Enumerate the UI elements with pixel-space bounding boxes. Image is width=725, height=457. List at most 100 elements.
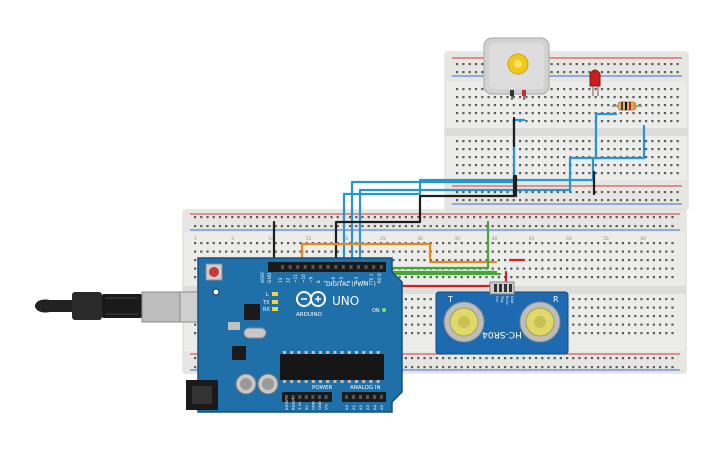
tie-point-hole[interactable]	[646, 323, 649, 326]
tie-point-hole[interactable]	[456, 140, 459, 143]
rail-hole[interactable]	[522, 216, 525, 219]
rail-hole[interactable]	[547, 225, 550, 228]
tie-point-hole[interactable]	[423, 315, 426, 318]
tie-point-hole[interactable]	[243, 250, 246, 253]
tie-point-hole[interactable]	[563, 156, 566, 159]
rail-hole[interactable]	[460, 357, 463, 360]
tie-point-hole[interactable]	[590, 250, 593, 253]
tie-point-hole[interactable]	[237, 242, 240, 245]
rail-hole[interactable]	[491, 357, 494, 360]
rail-hole[interactable]	[615, 225, 618, 228]
rail-hole[interactable]	[588, 63, 591, 66]
tie-point-hole[interactable]	[628, 332, 631, 335]
tie-point-hole[interactable]	[493, 96, 496, 99]
rail-hole[interactable]	[657, 71, 660, 74]
tie-point-hole[interactable]	[578, 315, 581, 318]
tie-point-hole[interactable]	[651, 140, 654, 143]
tie-point-hole[interactable]	[575, 164, 578, 167]
tie-point-hole[interactable]	[572, 242, 575, 245]
rail-hole[interactable]	[563, 63, 566, 66]
tie-point-hole[interactable]	[493, 164, 496, 167]
rail-hole[interactable]	[330, 216, 333, 219]
tie-point-hole[interactable]	[582, 148, 585, 151]
tie-point-hole[interactable]	[569, 88, 572, 91]
tie-point-hole[interactable]	[671, 298, 674, 301]
rail-hole[interactable]	[582, 63, 585, 66]
tie-point-hole[interactable]	[621, 267, 624, 270]
tie-point-hole[interactable]	[367, 250, 370, 253]
rail-hole[interactable]	[466, 216, 469, 219]
rail-hole[interactable]	[544, 199, 547, 202]
rail-hole[interactable]	[600, 63, 604, 66]
tie-point-hole[interactable]	[456, 164, 459, 167]
rail-hole[interactable]	[423, 225, 426, 228]
rail-hole[interactable]	[646, 216, 649, 219]
tie-point-hole[interactable]	[613, 104, 616, 107]
rail-hole[interactable]	[566, 357, 569, 360]
rail-hole[interactable]	[572, 366, 575, 369]
tie-point-hole[interactable]	[670, 148, 673, 151]
rail-hole[interactable]	[462, 199, 465, 202]
rail-hole[interactable]	[373, 216, 376, 219]
rail-hole[interactable]	[651, 199, 654, 202]
rail-hole[interactable]	[559, 225, 562, 228]
rail-hole[interactable]	[553, 216, 556, 219]
tie-point-hole[interactable]	[665, 250, 668, 253]
tie-point-hole[interactable]	[553, 267, 556, 270]
tie-point-hole[interactable]	[582, 172, 585, 175]
tie-point-hole[interactable]	[619, 148, 622, 151]
rail-hole[interactable]	[448, 225, 451, 228]
tie-point-hole[interactable]	[569, 120, 572, 123]
tie-point-hole[interactable]	[569, 140, 572, 143]
tie-point-hole[interactable]	[609, 276, 612, 279]
tie-point-hole[interactable]	[429, 276, 432, 279]
rail-hole[interactable]	[491, 216, 494, 219]
tie-point-hole[interactable]	[609, 259, 612, 262]
tie-point-hole[interactable]	[613, 172, 616, 175]
tie-point-hole[interactable]	[531, 96, 534, 99]
tie-point-hole[interactable]	[435, 242, 438, 245]
tie-point-hole[interactable]	[324, 250, 327, 253]
tie-point-hole[interactable]	[493, 112, 496, 115]
rail-hole[interactable]	[510, 366, 513, 369]
red-led[interactable]	[589, 69, 601, 96]
rail-hole[interactable]	[670, 191, 673, 194]
tie-point-hole[interactable]	[582, 112, 585, 115]
tie-point-hole[interactable]	[535, 242, 538, 245]
tie-point-hole[interactable]	[528, 242, 531, 245]
tie-point-hole[interactable]	[566, 267, 569, 270]
rail-hole[interactable]	[497, 216, 500, 219]
tie-point-hole[interactable]	[474, 148, 478, 151]
tie-point-hole[interactable]	[613, 96, 616, 99]
tie-point-hole[interactable]	[556, 148, 559, 151]
tie-point-hole[interactable]	[537, 148, 541, 151]
digital-pin[interactable]	[379, 265, 383, 269]
tie-point-hole[interactable]	[640, 267, 643, 270]
rail-hole[interactable]	[628, 216, 631, 219]
rail-hole[interactable]	[256, 225, 259, 228]
tie-point-hole[interactable]	[466, 250, 469, 253]
rail-hole[interactable]	[454, 366, 457, 369]
tie-point-hole[interactable]	[600, 120, 604, 123]
rail-hole[interactable]	[299, 216, 302, 219]
rail-hole[interactable]	[398, 225, 401, 228]
tie-point-hole[interactable]	[497, 267, 500, 270]
tie-point-hole[interactable]	[531, 148, 534, 151]
tie-point-hole[interactable]	[466, 259, 469, 262]
tie-point-hole[interactable]	[510, 250, 513, 253]
tie-point-hole[interactable]	[676, 88, 679, 91]
tie-point-hole[interactable]	[462, 164, 465, 167]
rail-hole[interactable]	[603, 225, 606, 228]
rail-hole[interactable]	[468, 63, 471, 66]
power-pin[interactable]	[304, 395, 308, 399]
tie-point-hole[interactable]	[537, 112, 541, 115]
tie-point-hole[interactable]	[640, 298, 643, 301]
tie-point-hole[interactable]	[528, 267, 531, 270]
tie-point-hole[interactable]	[311, 250, 314, 253]
tie-point-hole[interactable]	[474, 96, 478, 99]
tie-point-hole[interactable]	[584, 267, 587, 270]
rail-hole[interactable]	[597, 216, 600, 219]
tie-point-hole[interactable]	[578, 332, 581, 335]
rail-hole[interactable]	[466, 366, 469, 369]
rail-hole[interactable]	[628, 366, 631, 369]
